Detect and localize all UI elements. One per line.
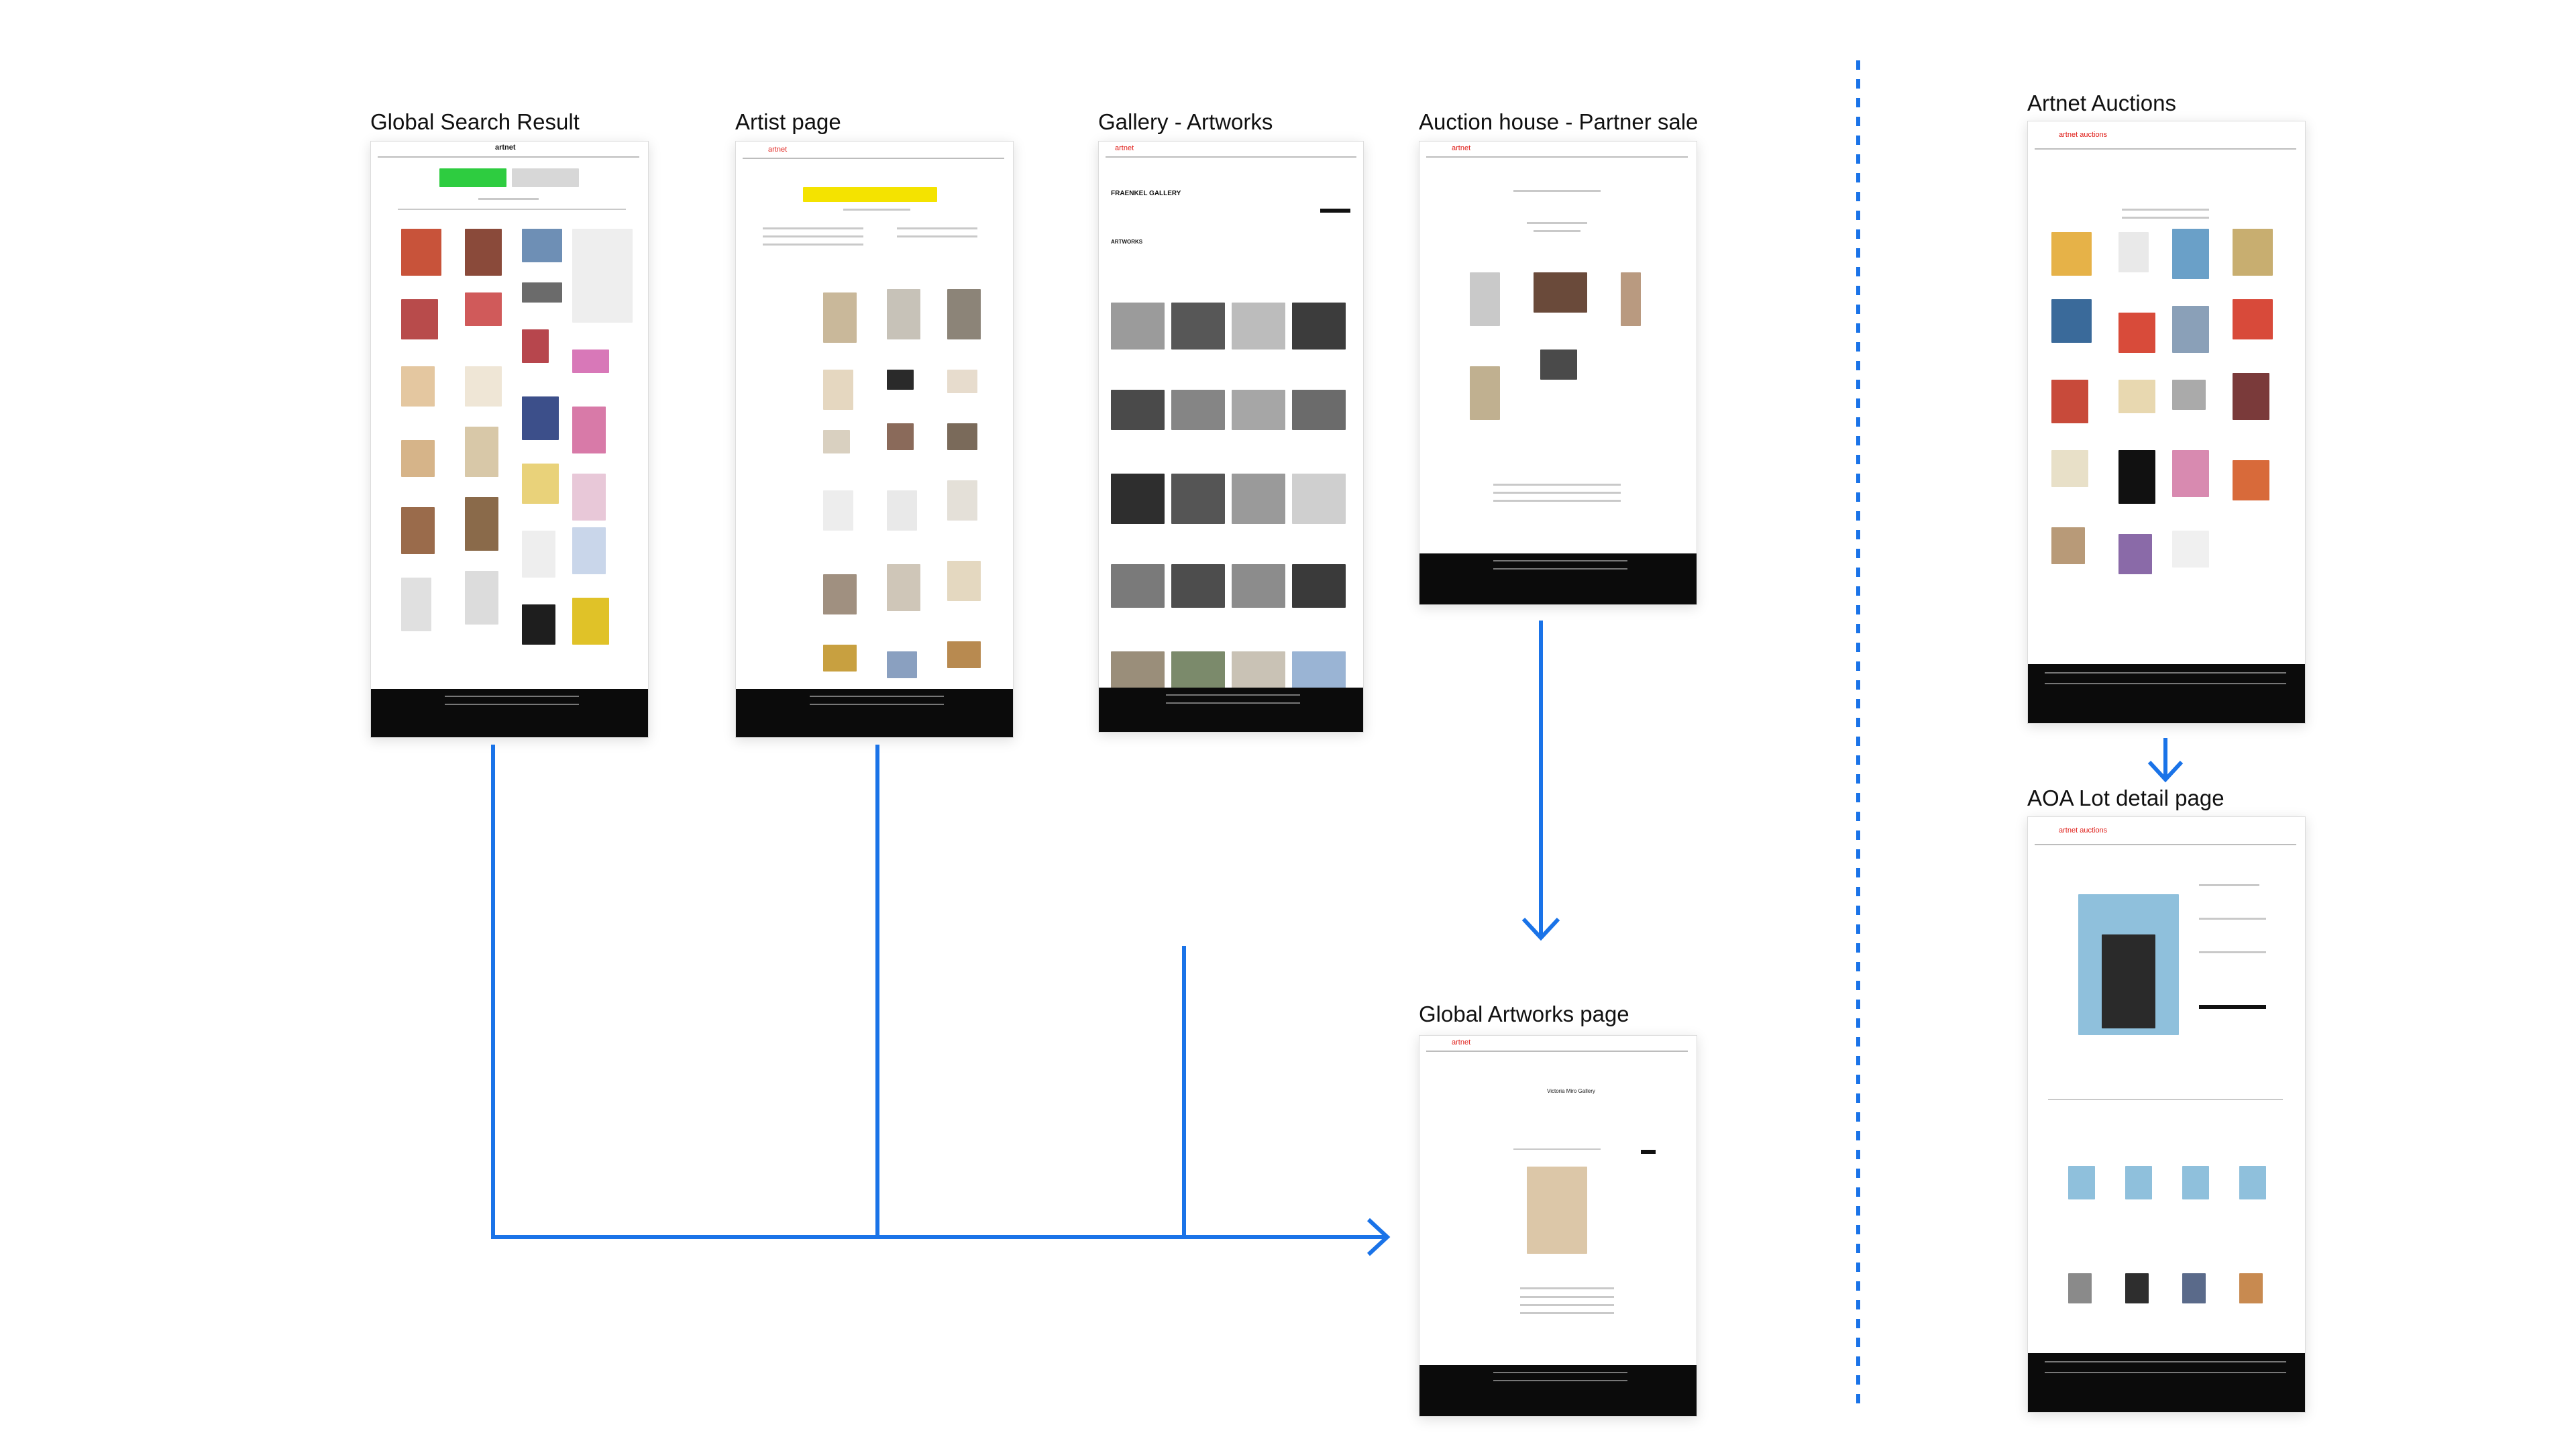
- arrowhead-lot-detail-top: [2147, 760, 2184, 783]
- artnet-logo: artnet: [1115, 144, 1134, 152]
- footer: [1419, 553, 1697, 604]
- label-gallery-artworks: Gallery - Artworks: [1098, 109, 1273, 134]
- screenshot-auction-house-partner-sale: artnet: [1419, 141, 1697, 605]
- arrowhead-global-artworks-top: [1521, 917, 1560, 941]
- screenshot-gallery-artworks: artnet FRAENKEL GALLERY ARTWORKS: [1098, 141, 1364, 733]
- artnet-logo: artnet: [495, 144, 516, 152]
- gallery-name: FRAENKEL GALLERY: [1111, 190, 1181, 197]
- artnet-logo: artnet: [768, 146, 788, 154]
- edge-artnet-auctions-to-lot-detail: [2147, 738, 2184, 783]
- artnet-logo: artnet auctions: [2059, 826, 2108, 835]
- label-global-search-result: Global Search Result: [370, 109, 580, 134]
- arrowhead-global-artworks-left: [1366, 1218, 1391, 1256]
- label-global-artworks-page: Global Artworks page: [1419, 1002, 1629, 1026]
- edge-search-artist-gallery-to-global-artworks: [491, 745, 1391, 1256]
- footer: [371, 689, 648, 737]
- footer: [1419, 1365, 1697, 1416]
- label-aoa-lot-detail-page: AOA Lot detail page: [2027, 786, 2224, 810]
- screenshot-global-search-result: artnet: [370, 141, 649, 738]
- section-title: ARTWORKS: [1111, 239, 1143, 245]
- screenshot-aoa-lot-detail-page: artnet auctions: [2027, 816, 2306, 1413]
- label-artnet-auctions: Artnet Auctions: [2027, 91, 2176, 115]
- footer: [736, 689, 1013, 737]
- label-auction-house-partner-sale: Auction house - Partner sale: [1419, 109, 1699, 134]
- edge-auction-house-to-global-artworks: [1521, 621, 1560, 941]
- artnet-logo: artnet: [1452, 1038, 1471, 1046]
- screenshot-artnet-auctions: artnet auctions: [2027, 121, 2306, 724]
- footer: [1099, 688, 1363, 732]
- footer: [2028, 664, 2305, 723]
- screenshot-global-artworks-page: artnet Victoria Miro Gallery: [1419, 1035, 1697, 1417]
- artnet-logo: artnet: [1452, 144, 1471, 152]
- gallery-name: Victoria Miro Gallery: [1547, 1088, 1595, 1094]
- footer: [2028, 1353, 2305, 1412]
- screenshot-artist-page: artnet: [735, 141, 1014, 738]
- label-artist-page: Artist page: [735, 109, 841, 134]
- artnet-logo: artnet auctions: [2059, 131, 2108, 139]
